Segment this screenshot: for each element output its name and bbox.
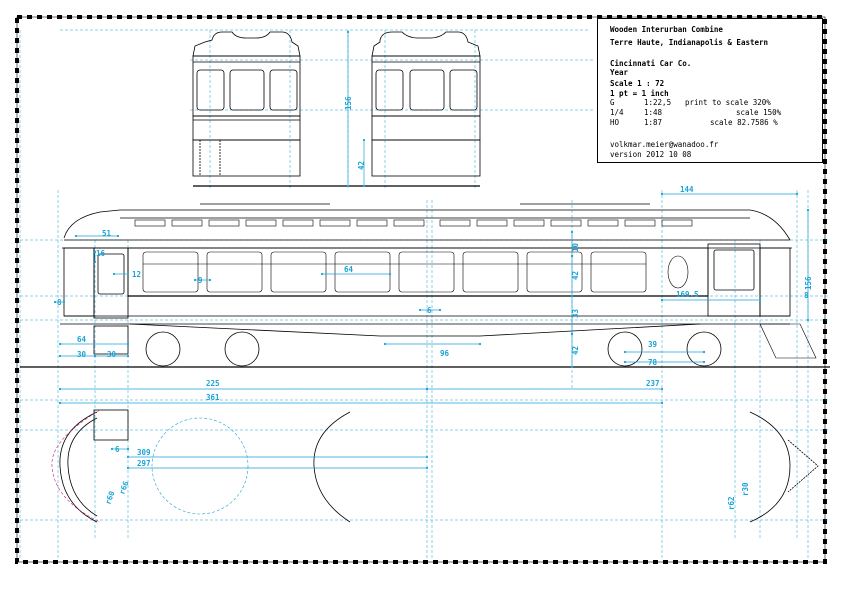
dim-6-mid: 6 <box>427 306 432 315</box>
dim-30a: 30 <box>77 350 87 359</box>
scale-gauge: HO <box>610 118 620 127</box>
scale-note: print to scale 320% <box>685 98 771 107</box>
dim-225: 225 <box>206 379 220 388</box>
dim-78: 78 <box>648 358 658 367</box>
pt-rule: 1 pt = 1 inch <box>610 89 669 98</box>
title-line-2: Terre Haute, Indianapolis & Eastern <box>610 38 769 47</box>
scale-gauge: G <box>610 98 615 107</box>
end-view-left <box>192 31 480 187</box>
dim-42-truck: 42 <box>571 346 580 355</box>
dim-end-floor: 42 <box>357 161 366 170</box>
side-view <box>20 203 830 368</box>
scale-note: scale 82.7586 % <box>710 118 778 127</box>
dim-42-side: 42 <box>571 271 580 280</box>
scale: Scale 1 : 72 <box>610 79 665 88</box>
email: volkmar.meier@wanadoo.fr <box>610 140 719 149</box>
dim-169: 169.5 <box>676 290 699 299</box>
scale-ratio: 1:22,5 <box>644 98 672 107</box>
year-label: Year <box>610 68 629 77</box>
sheet-border <box>15 15 827 564</box>
dim-end-height: 156 <box>344 96 353 110</box>
scale-ratio: 1:87 <box>644 118 663 127</box>
dim-51: 51 <box>102 229 112 238</box>
dim-12: 12 <box>132 270 141 279</box>
dim-8-right: 8 <box>804 291 809 300</box>
dim-309: 309 <box>137 448 151 457</box>
dim-297: 297 <box>137 459 151 468</box>
dim-r66: r66 <box>117 479 130 495</box>
dim-64-step: 64 <box>77 335 87 344</box>
dim-96: 96 <box>440 349 450 358</box>
dim-r30: r30 <box>741 482 750 496</box>
dim-6-plan: 6 <box>115 445 120 454</box>
dim-361: 361 <box>206 393 220 402</box>
title-block: Wooden Interurban Combine Terre Haute, I… <box>597 18 823 163</box>
dim-10: 10 <box>571 242 580 252</box>
dim-30b: 30 <box>107 350 117 359</box>
dim-237: 237 <box>646 379 660 388</box>
builder: Cincinnati Car Co. <box>610 59 692 68</box>
dim-roof-end: 144 <box>680 185 694 194</box>
dim-8-left: 8 <box>57 298 62 307</box>
dim-39: 39 <box>648 340 658 349</box>
dim-156-side: 156 <box>804 276 813 290</box>
scale-gauge: 1/4 <box>610 108 624 117</box>
dim-r60: r60 <box>103 489 116 505</box>
dim-16: 16 <box>96 249 106 258</box>
dim-r62: r62 <box>727 496 736 510</box>
plan-view <box>51 409 819 523</box>
scale-note: scale 150% <box>736 108 782 117</box>
scale-ratio: 1:48 <box>644 108 663 117</box>
dimension-lines <box>53 30 810 470</box>
dim-33: 33 <box>571 308 580 318</box>
title-line-1: Wooden Interurban Combine <box>610 25 723 34</box>
dim-64-side: 64 <box>344 265 354 274</box>
end-view-right <box>371 31 481 177</box>
version: version 2012 10 08 <box>610 150 692 159</box>
dim-9: 9 <box>198 276 203 285</box>
